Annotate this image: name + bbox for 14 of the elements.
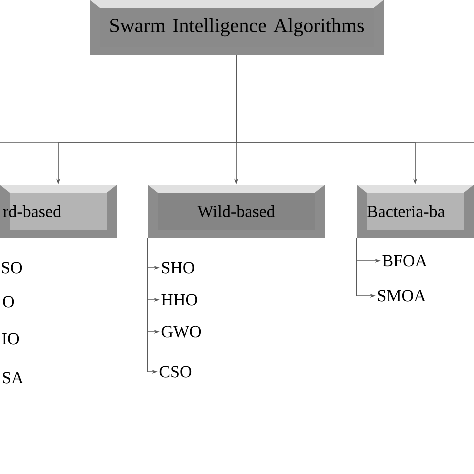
algorithm-name: O bbox=[3, 296, 14, 308]
category-box: Wild-based bbox=[148, 185, 325, 238]
algorithm-name: CSO bbox=[160, 366, 192, 378]
algorithm-name: SMOA bbox=[378, 290, 426, 302]
algorithm-name: BFOA bbox=[382, 255, 428, 267]
algorithm-name: SHO bbox=[162, 262, 194, 274]
category-box: Swarm Intelligence Algorithms bbox=[90, 0, 384, 55]
category-box: rd-based bbox=[0, 185, 117, 238]
category-box: Bacteria-ba bbox=[357, 185, 474, 238]
algorithm-name: SA bbox=[3, 372, 24, 384]
algorithm-name: HHO bbox=[162, 294, 198, 306]
algorithm-name: IO bbox=[2, 333, 20, 345]
algorithm-name: GWO bbox=[162, 326, 202, 338]
algorithm-name: SO bbox=[2, 262, 22, 274]
